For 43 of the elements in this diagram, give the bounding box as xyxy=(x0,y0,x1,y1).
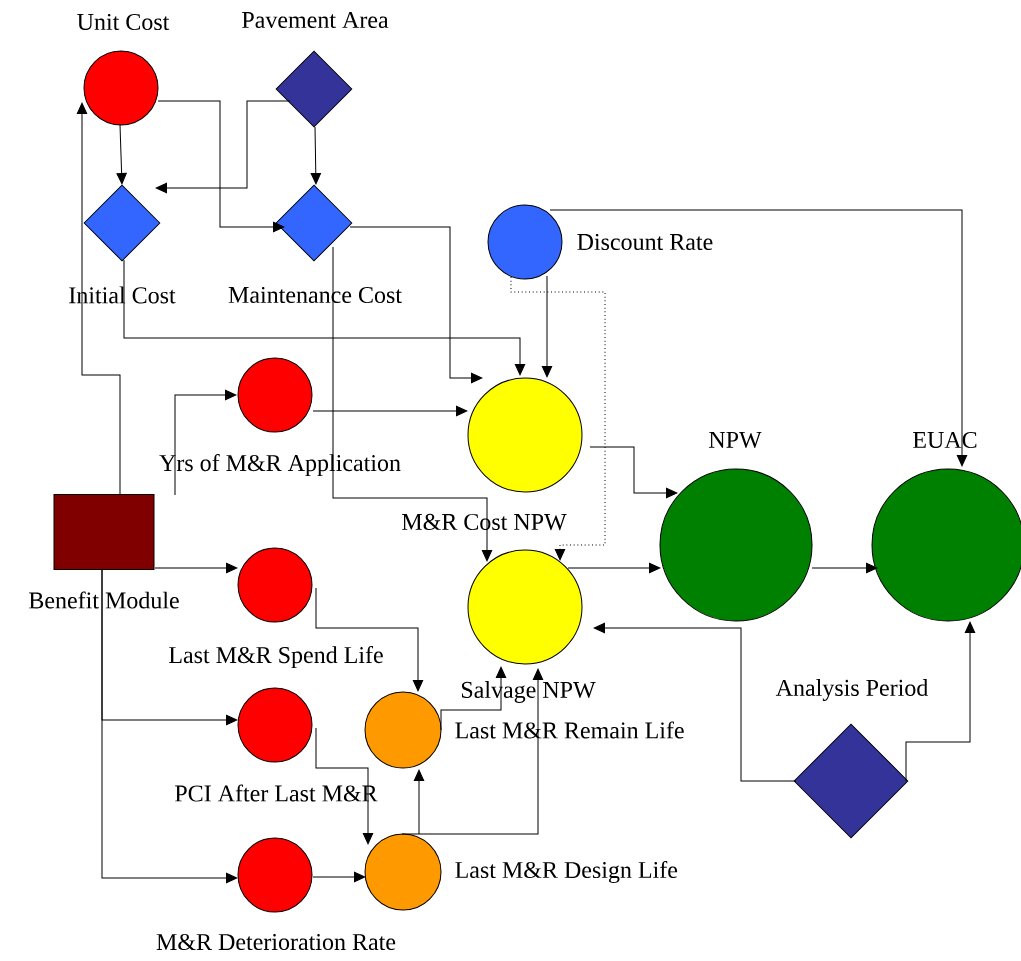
arrow xyxy=(312,871,366,883)
arrow xyxy=(401,668,544,835)
arrow xyxy=(310,126,321,185)
node-label: Last M&R Spend Life xyxy=(169,646,383,668)
node-label: Benefit Module xyxy=(29,591,179,609)
arrow xyxy=(155,100,291,194)
arrow xyxy=(332,246,493,562)
arrow xyxy=(154,562,238,574)
arrow xyxy=(76,102,121,496)
arrow xyxy=(510,276,606,561)
arrow xyxy=(315,587,424,692)
arrow xyxy=(905,621,976,782)
arrow xyxy=(101,569,238,884)
arrow xyxy=(116,124,127,185)
arrow xyxy=(549,209,968,467)
arrow xyxy=(593,622,797,782)
arrow xyxy=(567,562,661,574)
arrow xyxy=(589,446,678,499)
arrow xyxy=(413,769,425,835)
node-label: Unit Cost xyxy=(77,13,170,31)
node-label: Last M&R Design Life xyxy=(455,860,678,884)
node-label: PCI After Last M&R xyxy=(175,784,378,802)
node-label: Salvage NPW xyxy=(461,681,596,703)
arrow xyxy=(541,275,553,378)
node-label: Last M&R Remain Life xyxy=(455,721,684,739)
node-label: Analysis Period xyxy=(775,679,929,701)
node-label: Yrs of M&R Application xyxy=(159,454,401,476)
node-label: Maintenance Cost xyxy=(228,286,402,304)
arrow xyxy=(174,389,237,496)
node-label: NPW xyxy=(709,431,762,449)
arrow xyxy=(157,100,285,233)
node-label: Pavement Area xyxy=(242,11,389,29)
node-label: EUAC xyxy=(913,431,977,449)
node-label: Initial Cost xyxy=(69,286,176,304)
node-label: M&R Cost NPW xyxy=(402,513,567,531)
arrow xyxy=(349,226,483,384)
arrow xyxy=(440,666,507,731)
arrow xyxy=(315,727,374,845)
arrow xyxy=(312,405,468,417)
arrow xyxy=(123,259,526,376)
node-label: Discount Rate xyxy=(577,233,713,251)
arrow xyxy=(811,562,878,574)
node-label: M&R Deterioration Rate xyxy=(156,933,396,951)
